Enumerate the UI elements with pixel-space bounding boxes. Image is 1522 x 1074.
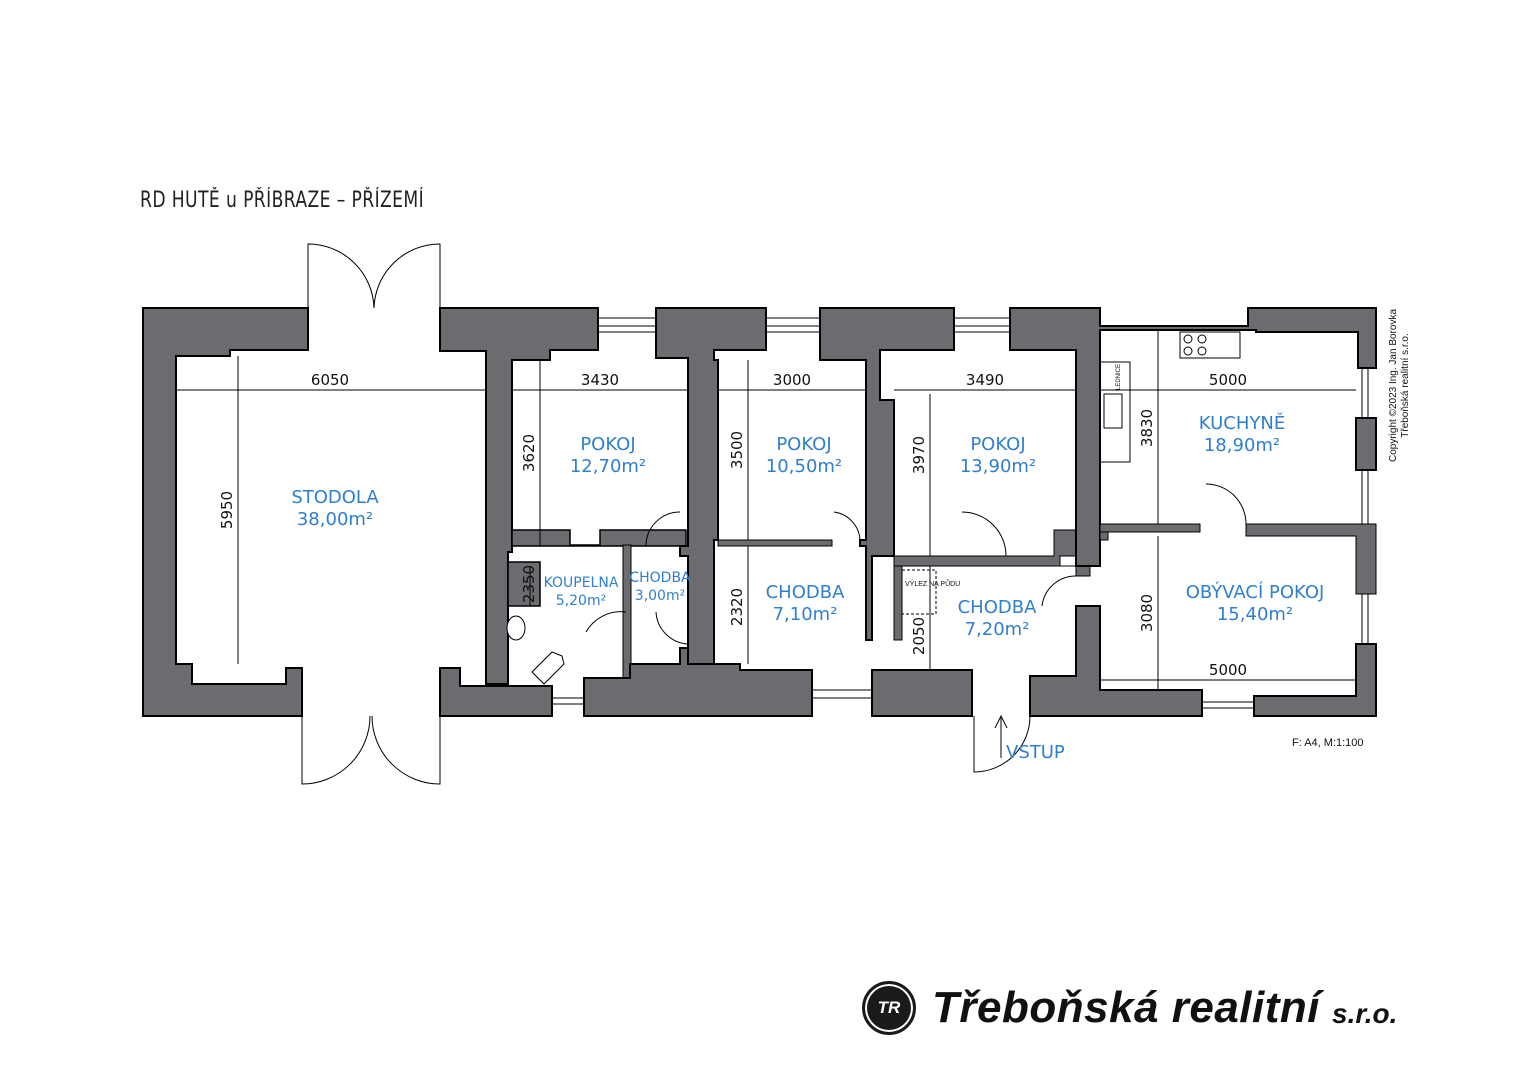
room-area-kuchyne: 18,90m² (1204, 435, 1280, 456)
room-area-koupelna: 5,20m² (556, 593, 606, 609)
room-name-stodola: STODOLA (291, 487, 379, 508)
brand-mark-icon: TR (862, 981, 916, 1035)
room-name-koupelna: KOUPELNA (544, 575, 619, 591)
dim-koupelna-depth: 2350 (520, 565, 538, 603)
room-name-chodba-3: CHODBA (958, 597, 1037, 618)
room-name-pokoj-1: POKOJ (580, 434, 635, 455)
brand-suffix: s.r.o. (1332, 998, 1398, 1029)
copyright-note: Copyright ©2023 Ing. Jan Borovka Třeboňs… (1388, 309, 1412, 462)
attic-access-label: VÝLEZ NA PŮDU (905, 579, 960, 588)
dim-pokoj3-width: 3490 (966, 371, 1004, 389)
kitchen-counter (1099, 361, 1131, 463)
room-area-pokoj-1: 12,70m² (570, 456, 646, 477)
entrance-arrow (994, 714, 1008, 758)
copyright-line-2: Třeboňská realitní s.r.o. (1400, 333, 1411, 438)
room-area-pokoj-2: 10,50m² (766, 456, 842, 477)
room-name-chodba-2: CHODBA (766, 582, 845, 603)
dim-kuchyne-width: 5000 (1209, 371, 1247, 389)
toilet-icon (531, 651, 565, 685)
entrance-label: VSTUP (1006, 742, 1065, 763)
dim-pokoj1-width: 3430 (581, 371, 619, 389)
room-labels: STODOLA 38,00m² POKOJ 12,70m² POKOJ 10,5… (291, 412, 1324, 640)
sink-icon (1103, 393, 1123, 429)
brand-name: Třeboňská realitní (932, 983, 1321, 1032)
room-area-obyvaci-pokoj: 15,40m² (1217, 604, 1293, 625)
copyright-line-1: Copyright ©2023 Ing. Jan Borovka (1388, 308, 1399, 462)
dim-stodola-depth: 5950 (218, 491, 236, 529)
walls (142, 307, 1377, 717)
room-area-stodola: 38,00m² (297, 509, 373, 530)
room-name-obyvaci-pokoj: OBÝVACÍ POKOJ (1186, 581, 1325, 603)
dimension-lines (176, 330, 1356, 690)
fixtures (506, 331, 1241, 685)
washbasin-icon (506, 615, 526, 641)
room-area-pokoj-3: 13,90m² (960, 456, 1036, 477)
dim-obyvaci-depth: 3080 (1138, 594, 1156, 632)
room-name-pokoj-3: POKOJ (970, 434, 1025, 455)
dim-kuchyne-depth: 3830 (1138, 409, 1156, 447)
dim-pokoj2-depth: 3500 (728, 431, 746, 469)
dim-stodola-width: 6050 (311, 371, 349, 389)
plan-title: RD HUTĚ u PŘÍBRAZE – PŘÍZEMÍ (140, 188, 425, 213)
dim-chodba2-depth: 2320 (728, 588, 746, 626)
dim-obyvaci-width: 5000 (1209, 661, 1247, 679)
dim-pokoj3-depth: 3970 (910, 436, 928, 474)
dimension-labels: 6050 3430 3000 3490 5000 5950 3620 3500 … (218, 371, 1247, 679)
room-area-chodba-2: 7,10m² (773, 604, 838, 625)
room-area-chodba-1: 3,00m² (635, 588, 685, 604)
room-name-chodba-1: CHODBA (629, 570, 691, 586)
dim-pokoj2-width: 3000 (773, 371, 811, 389)
doors (301, 243, 1247, 785)
room-name-pokoj-2: POKOJ (776, 434, 831, 455)
room-area-chodba-3: 7,20m² (965, 619, 1030, 640)
attic-hatch (901, 569, 937, 615)
room-name-kuchyne: KUCHYNĚ (1199, 412, 1285, 434)
brand-logo: TR Třeboňská realitní s.r.o. (862, 980, 1397, 1036)
dim-chodba3-depth: 2050 (910, 617, 928, 655)
dim-pokoj1-depth: 3620 (520, 434, 538, 472)
fridge-label: LEDNICE (1116, 364, 1122, 390)
windows (552, 317, 1369, 709)
scale-note: F: A4, M:1:100 (1292, 737, 1364, 749)
